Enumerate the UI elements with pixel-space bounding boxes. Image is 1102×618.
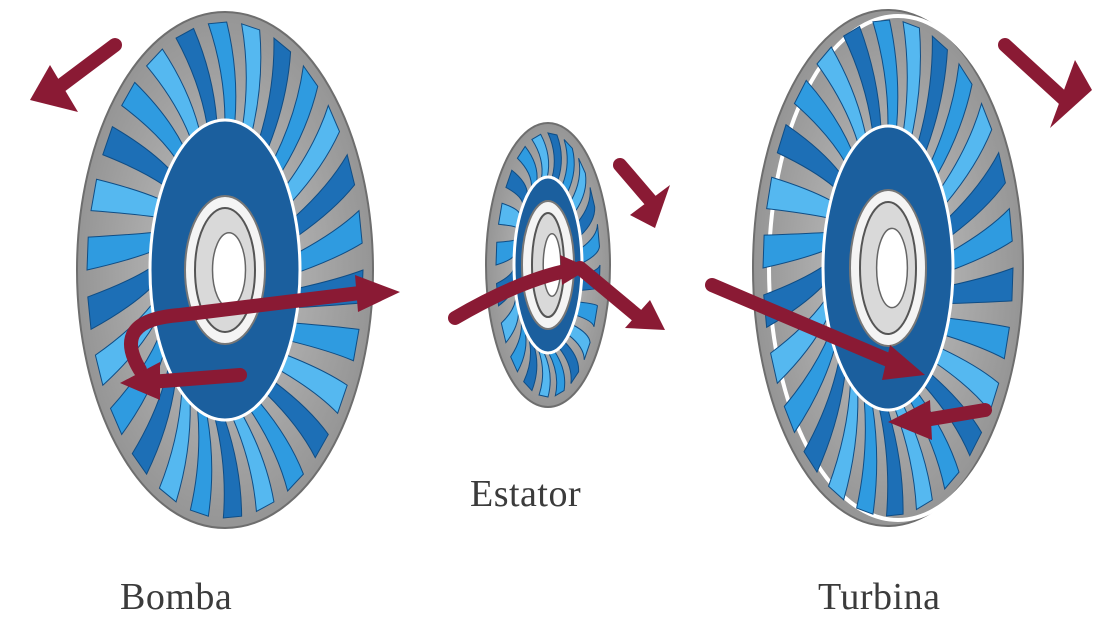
bomba-rotation-arrow-icon <box>30 45 115 112</box>
bomba-wheel <box>77 12 373 528</box>
turbina-rotation-arrow-icon <box>1005 45 1092 128</box>
estator-wheel-hub-bore <box>543 234 561 296</box>
estator-label: Estator <box>470 472 581 516</box>
bomba-label: Bomba <box>120 575 232 618</box>
turbina-wheel-hub-bore <box>877 228 908 307</box>
bomba-wheel-hub-bore <box>213 233 246 307</box>
turbina-wheel <box>753 10 1027 526</box>
turbina-label: Turbina <box>818 575 940 618</box>
estator-rotation-arrow-icon <box>620 165 670 228</box>
estator-wheel <box>486 123 610 407</box>
